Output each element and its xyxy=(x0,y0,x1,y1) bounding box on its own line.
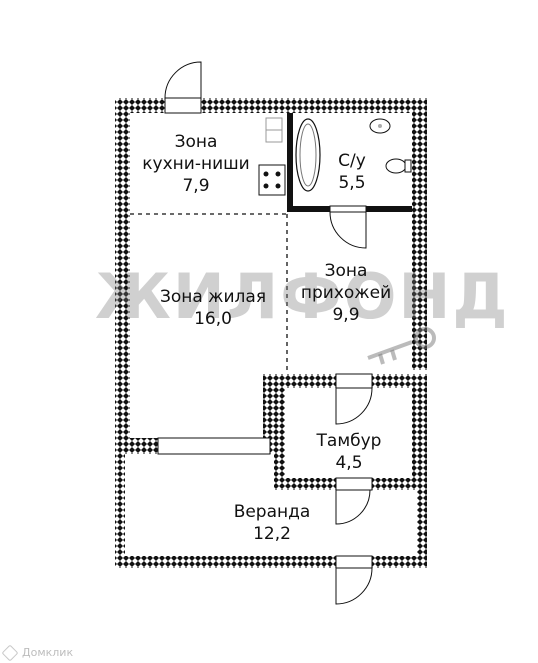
domclick-logo-text: Домклик xyxy=(22,646,74,659)
stove-icon xyxy=(258,164,286,196)
zone-dividers xyxy=(130,213,288,374)
wall-vestibule-right xyxy=(412,374,427,486)
wall-vestibule-left xyxy=(274,374,285,486)
domclick-logo: Домклик xyxy=(1,644,74,661)
wall-left-upper xyxy=(115,98,130,454)
kitchen-sink-icon xyxy=(265,117,283,143)
room-bathroom-area: 5,5 xyxy=(338,173,365,193)
room-living-name: Зона жилая xyxy=(160,287,266,307)
door-top-opening xyxy=(164,97,202,114)
bathtub-icon xyxy=(295,118,321,192)
wall-veranda-left xyxy=(115,446,125,568)
room-hallway-area: 9,9 xyxy=(332,305,359,325)
wall-veranda-right xyxy=(417,478,427,568)
door-swing-vestibule xyxy=(335,489,371,525)
toilet-icon xyxy=(385,158,412,174)
door-swings xyxy=(164,61,373,605)
door-swing-step xyxy=(335,387,373,425)
room-veranda-name: Веранда xyxy=(234,502,311,522)
room-kitchen-name: кухни-ниши xyxy=(142,154,249,174)
room-hallway-name: Зона xyxy=(325,261,368,281)
door-veranda-opening xyxy=(335,555,373,569)
room-bathroom-name: С/у xyxy=(338,151,366,171)
door-step-opening xyxy=(335,373,373,389)
room-kitchen-name: Зона xyxy=(175,132,218,152)
door-vestibule-opening xyxy=(335,477,373,491)
room-living-area: 16,0 xyxy=(194,309,232,329)
openings xyxy=(157,97,373,569)
door-swing-veranda xyxy=(335,567,373,605)
domclick-logo-icon xyxy=(1,644,19,661)
door-swing-top xyxy=(164,61,202,99)
wall-veranda-bottom xyxy=(115,556,427,568)
room-vestibule-area: 4,5 xyxy=(335,453,362,473)
door-swing-bathroom xyxy=(329,211,367,249)
watermark-text: ЖИЛФОНД xyxy=(95,260,510,333)
window-living-bottom xyxy=(157,437,271,455)
room-veranda-area: 12,2 xyxy=(253,524,291,544)
room-hallway-name: прихожей xyxy=(301,283,391,303)
wall-right-upper xyxy=(412,98,427,370)
sink-icon xyxy=(369,118,391,134)
wall-top xyxy=(115,98,427,113)
room-vestibule-name: Тамбур xyxy=(316,431,382,451)
key-icon xyxy=(367,327,436,365)
room-kitchen-area: 7,9 xyxy=(182,176,209,196)
